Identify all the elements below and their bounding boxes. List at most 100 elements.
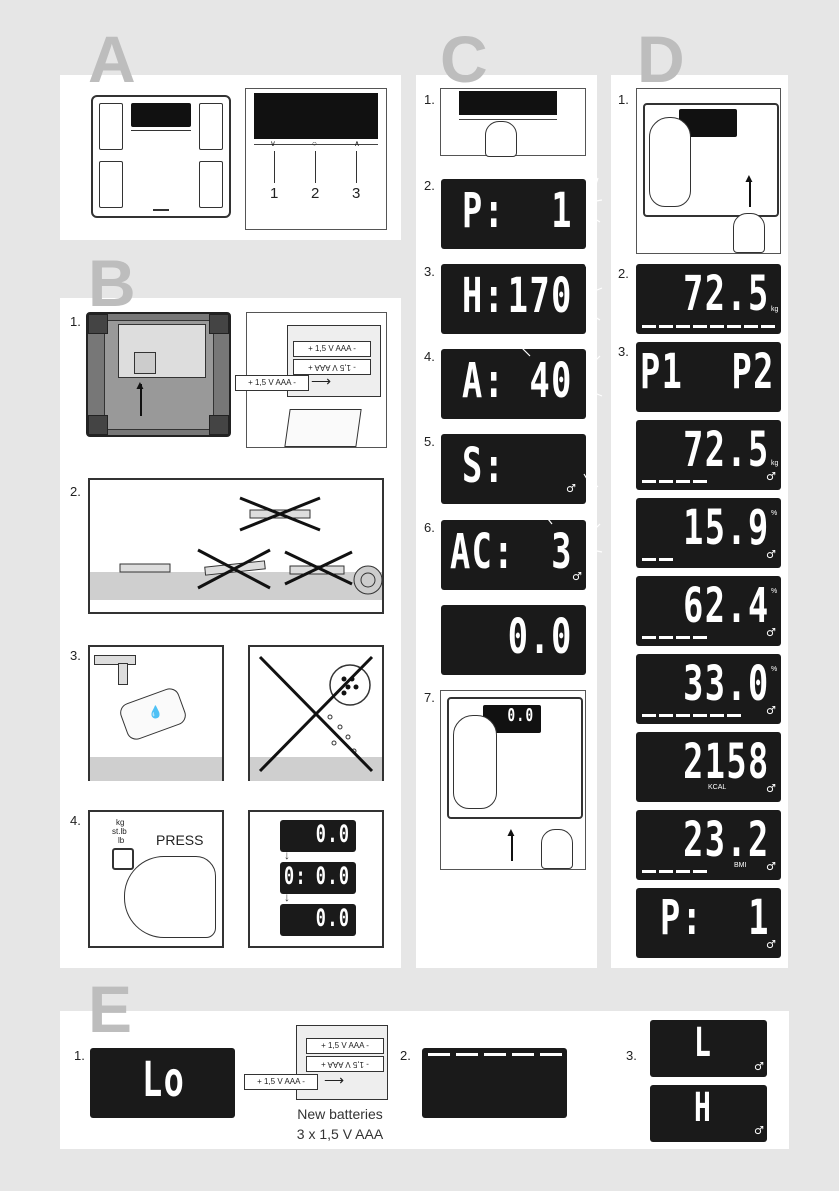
d-weight-scale-bars	[642, 325, 775, 328]
wrong-surfaces-icon	[119, 496, 382, 595]
button-detail: ∨ ○ ∧ 1 2 3	[245, 88, 387, 230]
c-age-display	[441, 349, 586, 419]
male-icon: ♂	[766, 548, 776, 561]
unit-display-st-b: 0.0	[315, 862, 350, 890]
d-muscle-bars	[642, 714, 741, 717]
placement-illustration	[88, 478, 384, 614]
c-height-display	[441, 264, 586, 334]
arrow-right-icon: ⟶	[324, 1072, 345, 1088]
d-muscle-value: 33.0	[683, 656, 770, 712]
d-muscle-unit: %	[771, 666, 778, 673]
d-bmi-value: 23.2	[683, 812, 770, 868]
e-error-dashes	[428, 1053, 562, 1056]
battery-cover[interactable]	[118, 324, 206, 378]
c-activity-label: AC:	[450, 524, 515, 580]
d-water-unit: %	[771, 588, 778, 595]
cleaning-water-illustration: 💧	[88, 645, 224, 781]
male-icon: ♂	[766, 470, 776, 483]
down-arrow-icon: ↓	[284, 890, 290, 904]
e-step-2: 2.	[400, 1048, 411, 1063]
section-e-letter: E	[88, 972, 133, 1046]
e-high-letter: H	[694, 1085, 713, 1131]
c-profile-label: P:	[462, 183, 506, 239]
male-icon: ♂	[766, 938, 776, 951]
c-step-on-scale-illustration: 0.0 ▲	[440, 690, 586, 870]
c-activity-value: 3	[551, 524, 573, 580]
male-icon: ♂	[766, 704, 776, 717]
faucet-icon	[94, 655, 136, 665]
c-step-3: 3.	[424, 264, 435, 279]
foot-icon	[453, 715, 497, 809]
c-step-5: 5.	[424, 434, 435, 449]
blink-rays-icon	[519, 171, 603, 553]
d-profile-end-label: P:	[660, 890, 704, 946]
d-bmi-bars	[642, 870, 707, 873]
e-battery-cell-2: - 1,5 V AAA +	[306, 1056, 384, 1072]
d-weight-unit: kg	[771, 306, 779, 313]
unit-stlb: st.lb	[112, 827, 127, 836]
b-step-1: 1.	[70, 314, 81, 329]
c-zero-value: 0.0	[508, 609, 573, 665]
c-profile-display	[441, 179, 586, 249]
d-profile-end-value: 1	[748, 890, 770, 946]
male-icon: ♂	[566, 482, 576, 495]
d-weight-display	[636, 264, 781, 334]
button-1-label: 1	[270, 185, 279, 202]
d-profile-end-display	[636, 888, 781, 958]
d-water-value: 62.4	[683, 578, 770, 634]
male-icon: ♂	[754, 1124, 764, 1137]
arrow-up-icon	[140, 384, 142, 416]
e-low-battery-text: Lo	[142, 1052, 186, 1108]
c-scale-zero: 0.0	[508, 705, 535, 726]
c-press-button-illustration	[440, 88, 586, 157]
d-fat-unit: %	[771, 510, 778, 517]
b-step-3: 3.	[70, 648, 81, 663]
c-age-value: 40	[529, 353, 573, 409]
d-profile-display	[636, 342, 781, 412]
c-zero-display	[441, 605, 586, 675]
e-battery-cell-1: + 1,5 V AAA -	[306, 1038, 384, 1054]
unit-button[interactable]	[112, 848, 134, 870]
b-step-2: 2.	[70, 484, 81, 499]
male-icon: ♂	[754, 1060, 764, 1073]
section-c-letter: C	[440, 22, 488, 96]
c-height-value: 170	[508, 268, 573, 324]
e-low-display	[650, 1020, 767, 1077]
d-kcal-display	[636, 732, 781, 802]
foot-icon	[733, 213, 765, 253]
foot-icon	[649, 117, 691, 207]
c-sex-label: S:	[462, 438, 506, 494]
d-kcal-label: KCAL	[708, 784, 727, 791]
section-b-letter: B	[88, 246, 136, 320]
battery-compartment-view: + 1,5 V AAA - - 1,5 V AAA + + 1,5 V AAA …	[235, 312, 387, 448]
no-powder-illustration	[248, 645, 384, 781]
male-icon: ♂	[766, 860, 776, 873]
scale-top-view	[91, 95, 231, 218]
e-battery-cell-3: + 1,5 V AAA -	[244, 1074, 318, 1090]
down-arrow-icon: ∨	[270, 139, 276, 148]
d-water-display	[636, 576, 781, 646]
e-low-letter: L	[694, 1020, 713, 1066]
down-arrow-icon: ↓	[284, 848, 290, 862]
e-step-3: 3.	[626, 1048, 637, 1063]
d-fat-display	[636, 498, 781, 568]
c-age-label: A:	[462, 353, 506, 409]
d-fat-bars	[642, 558, 673, 561]
e-high-display	[650, 1085, 767, 1142]
c-activity-display	[441, 520, 586, 590]
unit-display-kg: 0.0	[315, 820, 350, 848]
unit-kg: kg	[116, 818, 125, 827]
battery-cell-2: - 1,5 V AAA +	[293, 359, 371, 375]
e-battery-spec: 3 x 1,5 V AAA	[296, 1126, 384, 1142]
e-new-batteries: New batteries	[297, 1106, 383, 1122]
arrow-right-icon: ⟶	[311, 373, 332, 389]
c-profile-value: 1	[551, 183, 573, 239]
male-icon: ♂	[766, 782, 776, 795]
press-label: PRESS	[156, 832, 204, 848]
battery-cell-3: + 1,5 V AAA -	[235, 375, 309, 391]
d-weight2-bars	[642, 480, 707, 483]
c-step-6: 6.	[424, 520, 435, 535]
d-step-1: 1.	[618, 92, 629, 107]
hand-icon	[485, 121, 517, 157]
button-2-label: 2	[311, 185, 320, 202]
